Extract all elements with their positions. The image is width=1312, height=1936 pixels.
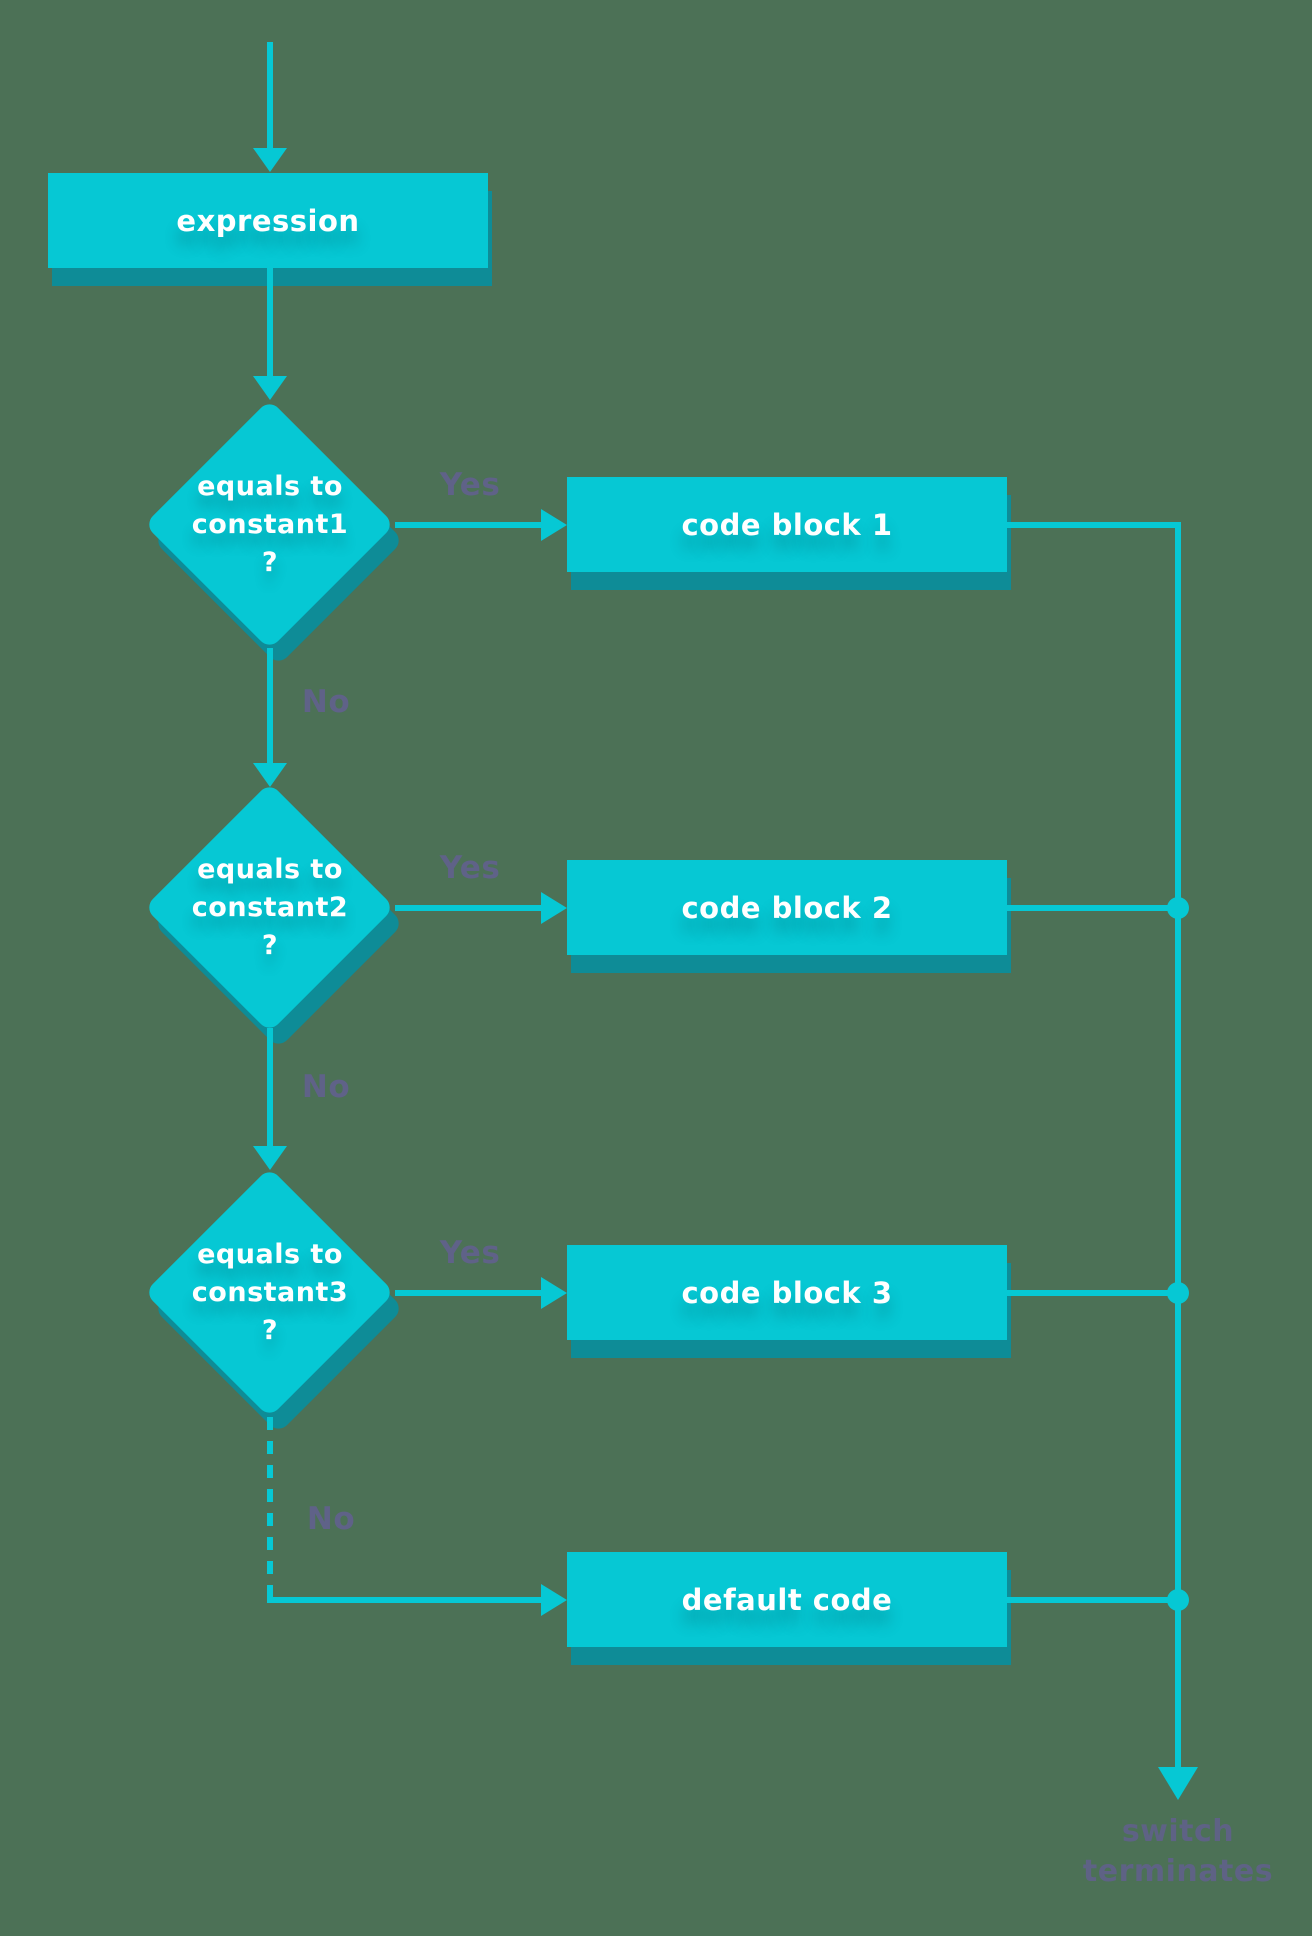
decision2-line1: equals to bbox=[197, 854, 343, 885]
decision2-text: equals to constant2 ? bbox=[145, 783, 395, 1033]
arrowhead-down-icon bbox=[253, 763, 287, 787]
decision1-line2: constant1 bbox=[191, 509, 349, 540]
decision3-line2: constant3 bbox=[191, 1277, 349, 1308]
terminate-rail bbox=[1175, 522, 1181, 1767]
edge-decision2-decision3 bbox=[267, 1028, 273, 1146]
edge-default-rail bbox=[1007, 1597, 1181, 1603]
default-code-node: default code bbox=[567, 1552, 1007, 1647]
arrowhead-right-icon bbox=[541, 892, 567, 924]
code-block1-node: code block 1 bbox=[567, 477, 1007, 572]
code-block1-label: code block 1 bbox=[681, 507, 893, 542]
decision3-line3: ? bbox=[261, 1315, 279, 1346]
switch-terminates-label: switch terminates bbox=[1048, 1812, 1308, 1892]
arrowhead-right-icon bbox=[541, 1584, 567, 1616]
no-label-2: No bbox=[301, 1069, 351, 1105]
code-block2-node: code block 2 bbox=[567, 860, 1007, 955]
edge-default-horizontal bbox=[267, 1597, 543, 1603]
edge-decision1-decision2 bbox=[267, 648, 273, 763]
decision1-line1: equals to bbox=[197, 471, 343, 502]
edge-expression-decision1 bbox=[267, 268, 273, 376]
edge-decision3-block3 bbox=[395, 1290, 545, 1296]
yes-label-2: Yes bbox=[439, 850, 501, 886]
edge-block3-rail bbox=[1007, 1290, 1181, 1296]
decision3-text: equals to constant3 ? bbox=[145, 1168, 395, 1418]
arrowhead-right-icon bbox=[541, 1277, 567, 1309]
edge-decision1-block1 bbox=[395, 522, 545, 528]
decision3-line1: equals to bbox=[197, 1239, 343, 1270]
arrowhead-down-icon bbox=[253, 1146, 287, 1170]
junction-dot bbox=[1167, 1589, 1189, 1611]
terminal-line1: switch bbox=[1121, 1814, 1235, 1849]
yes-label-3: Yes bbox=[439, 1235, 501, 1271]
expression-node: expression bbox=[48, 173, 488, 268]
arrowhead-down-icon bbox=[253, 148, 287, 172]
edge-decision3-default-dashed bbox=[267, 1417, 273, 1603]
yes-label-1: Yes bbox=[439, 467, 501, 503]
decision1-text: equals to constant1 ? bbox=[145, 400, 395, 650]
arrowhead-right-icon bbox=[541, 509, 567, 541]
default-code-label: default code bbox=[681, 1582, 893, 1617]
arrowhead-down-icon bbox=[1158, 1767, 1198, 1800]
decision2-line2: constant2 bbox=[191, 892, 349, 923]
code-block3-node: code block 3 bbox=[567, 1245, 1007, 1340]
edge-block2-rail bbox=[1007, 905, 1181, 911]
expression-label: expression bbox=[176, 203, 360, 238]
junction-dot bbox=[1167, 897, 1189, 919]
entry-line bbox=[267, 42, 273, 148]
edge-decision2-block2 bbox=[395, 905, 545, 911]
code-block2-label: code block 2 bbox=[681, 890, 893, 925]
decision1-line3: ? bbox=[261, 547, 279, 578]
code-block3-label: code block 3 bbox=[681, 1275, 893, 1310]
arrowhead-down-icon bbox=[253, 376, 287, 400]
no-label-3: No bbox=[306, 1501, 356, 1537]
junction-dot bbox=[1167, 1282, 1189, 1304]
decision2-line3: ? bbox=[261, 930, 279, 961]
terminal-line2: terminates bbox=[1082, 1854, 1274, 1889]
no-label-1: No bbox=[301, 684, 351, 720]
edge-block1-rail bbox=[1007, 522, 1181, 528]
